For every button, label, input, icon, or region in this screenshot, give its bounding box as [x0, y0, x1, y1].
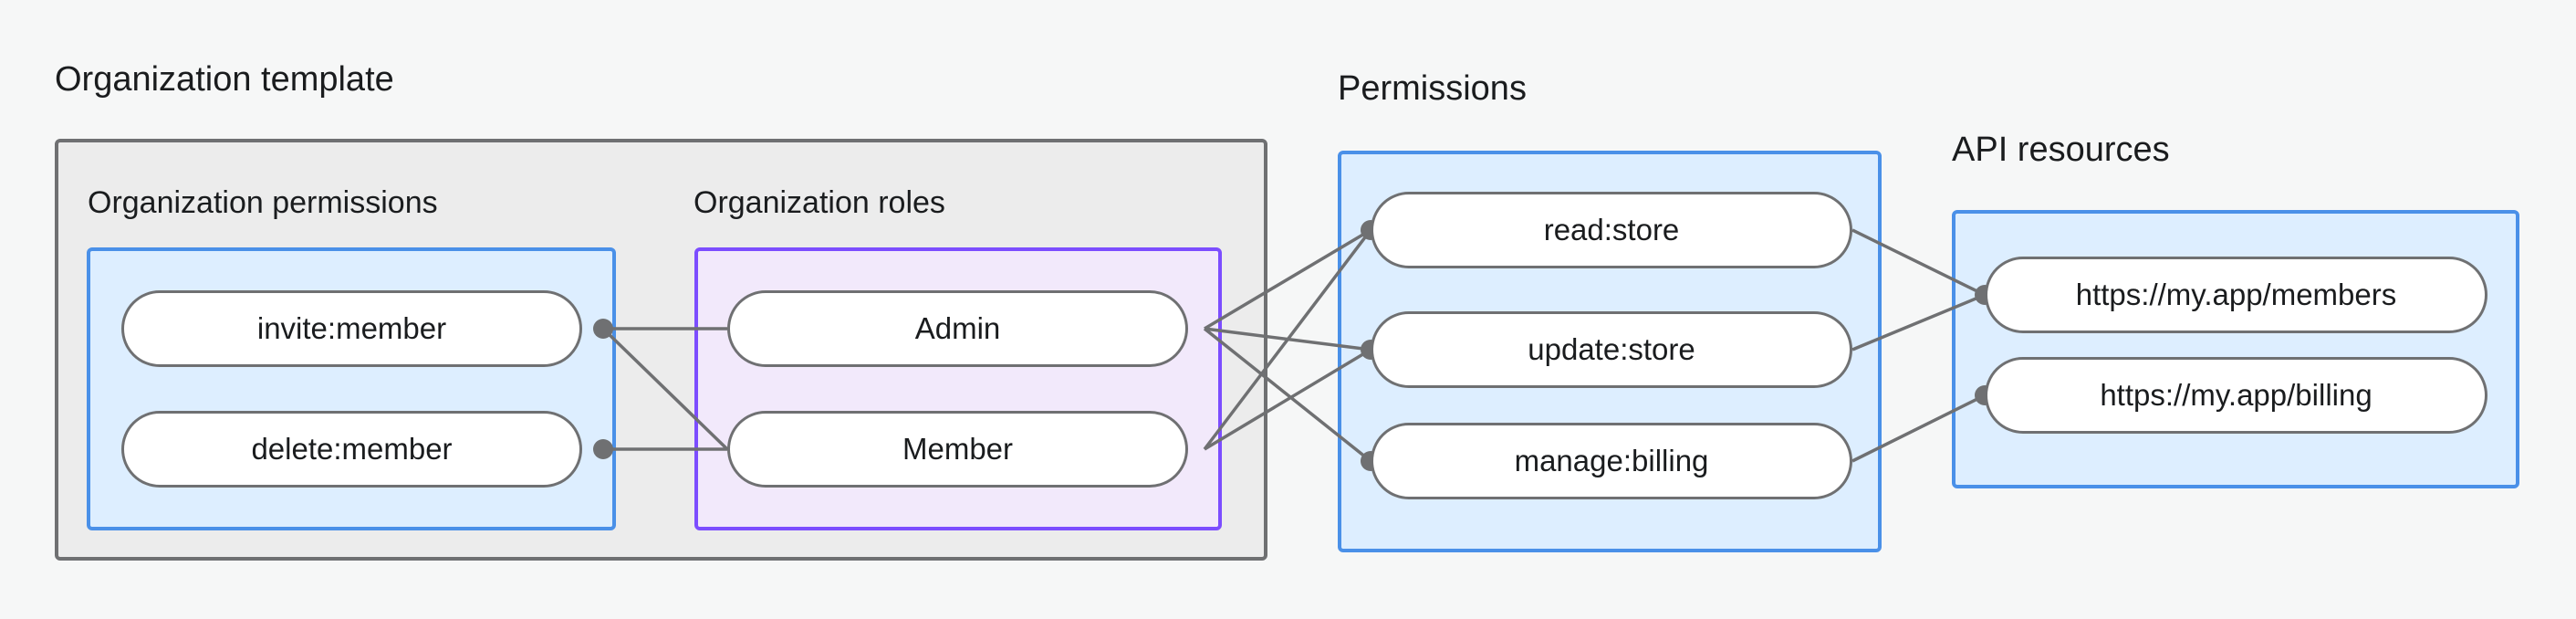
node-invite-member[interactable]: invite:member [121, 290, 582, 367]
org-permissions-title: Organization permissions [88, 185, 438, 220]
org-template-title: Organization template [55, 60, 394, 99]
node-admin[interactable]: Admin [727, 290, 1188, 367]
node-update-store[interactable]: update:store [1371, 311, 1852, 388]
node-billing-url[interactable]: https://my.app/billing [1985, 357, 2487, 434]
api-resources-container [1952, 210, 2519, 488]
node-member[interactable]: Member [727, 411, 1188, 488]
node-manage-billing[interactable]: manage:billing [1371, 423, 1852, 499]
node-members-url[interactable]: https://my.app/members [1985, 257, 2487, 333]
node-delete-member[interactable]: delete:member [121, 411, 582, 488]
node-read-store[interactable]: read:store [1371, 192, 1852, 268]
org-roles-title: Organization roles [694, 185, 945, 220]
permissions-title: Permissions [1338, 69, 1527, 108]
api-resources-title: API resources [1952, 131, 2170, 169]
